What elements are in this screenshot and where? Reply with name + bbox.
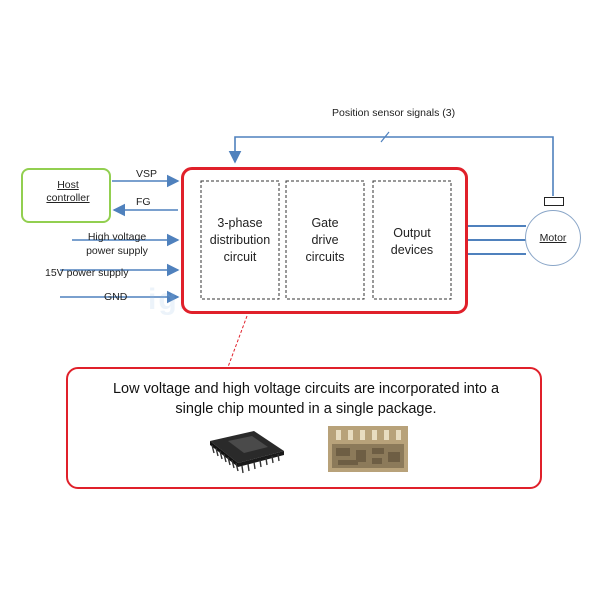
high-voltage-label-2: power supply (86, 245, 148, 257)
host-controller-box: Host controller (21, 168, 111, 223)
gate-drive-line-3: circuits (305, 250, 345, 264)
ic-body-side (238, 451, 284, 467)
gate-drive-block-frame (285, 180, 365, 300)
host-controller-label: Host controller (46, 179, 90, 204)
high-voltage-label-1: High voltage (87, 231, 147, 243)
callout-connector (227, 315, 248, 368)
output-devices-block-text: Output devices (370, 225, 454, 259)
note-line-2: single chip mounted in a single package. (175, 401, 437, 417)
vsp-label: VSP (136, 168, 158, 180)
fg-label: FG (136, 196, 151, 208)
gate-drive-line-2: drive (311, 233, 339, 247)
gate-drive-block-text: Gate drive circuits (283, 215, 367, 266)
output-devices-block-frame (372, 180, 452, 300)
die-circuitry (336, 448, 400, 465)
motor-circle: Motor (525, 210, 581, 266)
sub-block-frames (200, 180, 452, 300)
die-pads (336, 430, 401, 440)
distribution-block-text: 3-phase distribution circuit (198, 215, 282, 266)
ic-pins (211, 444, 280, 474)
position-sensor-icon (544, 197, 564, 206)
chip-die-photo (328, 426, 408, 472)
position-sensor-slash (380, 131, 390, 143)
ic-label-area (228, 436, 268, 453)
gate-drive-line-1: Gate (311, 216, 339, 230)
power-module-box: 3-phase distribution circuit Gate drive … (181, 167, 468, 314)
distribution-block-frame (200, 180, 280, 300)
distribution-line-1: 3-phase (217, 216, 263, 230)
output-devices-line-1: Output (393, 226, 431, 240)
motor-label: Motor (539, 232, 567, 244)
note-box: Low voltage and high voltage circuits ar… (66, 367, 542, 489)
power-15v-label: 15V power supply (45, 267, 129, 279)
position-sensor-line (228, 136, 554, 196)
gnd-label: GND (104, 291, 128, 303)
note-line-1: Low voltage and high voltage circuits ar… (112, 381, 500, 397)
ic-package-icon (210, 431, 284, 474)
output-devices-line-2: devices (390, 243, 434, 257)
distribution-line-3: circuit (223, 250, 257, 264)
distribution-line-2: distribution (209, 233, 271, 247)
position-sensor-label: Position sensor signals (3) (332, 107, 456, 119)
note-text: Low voltage and high voltage circuits ar… (78, 379, 534, 419)
